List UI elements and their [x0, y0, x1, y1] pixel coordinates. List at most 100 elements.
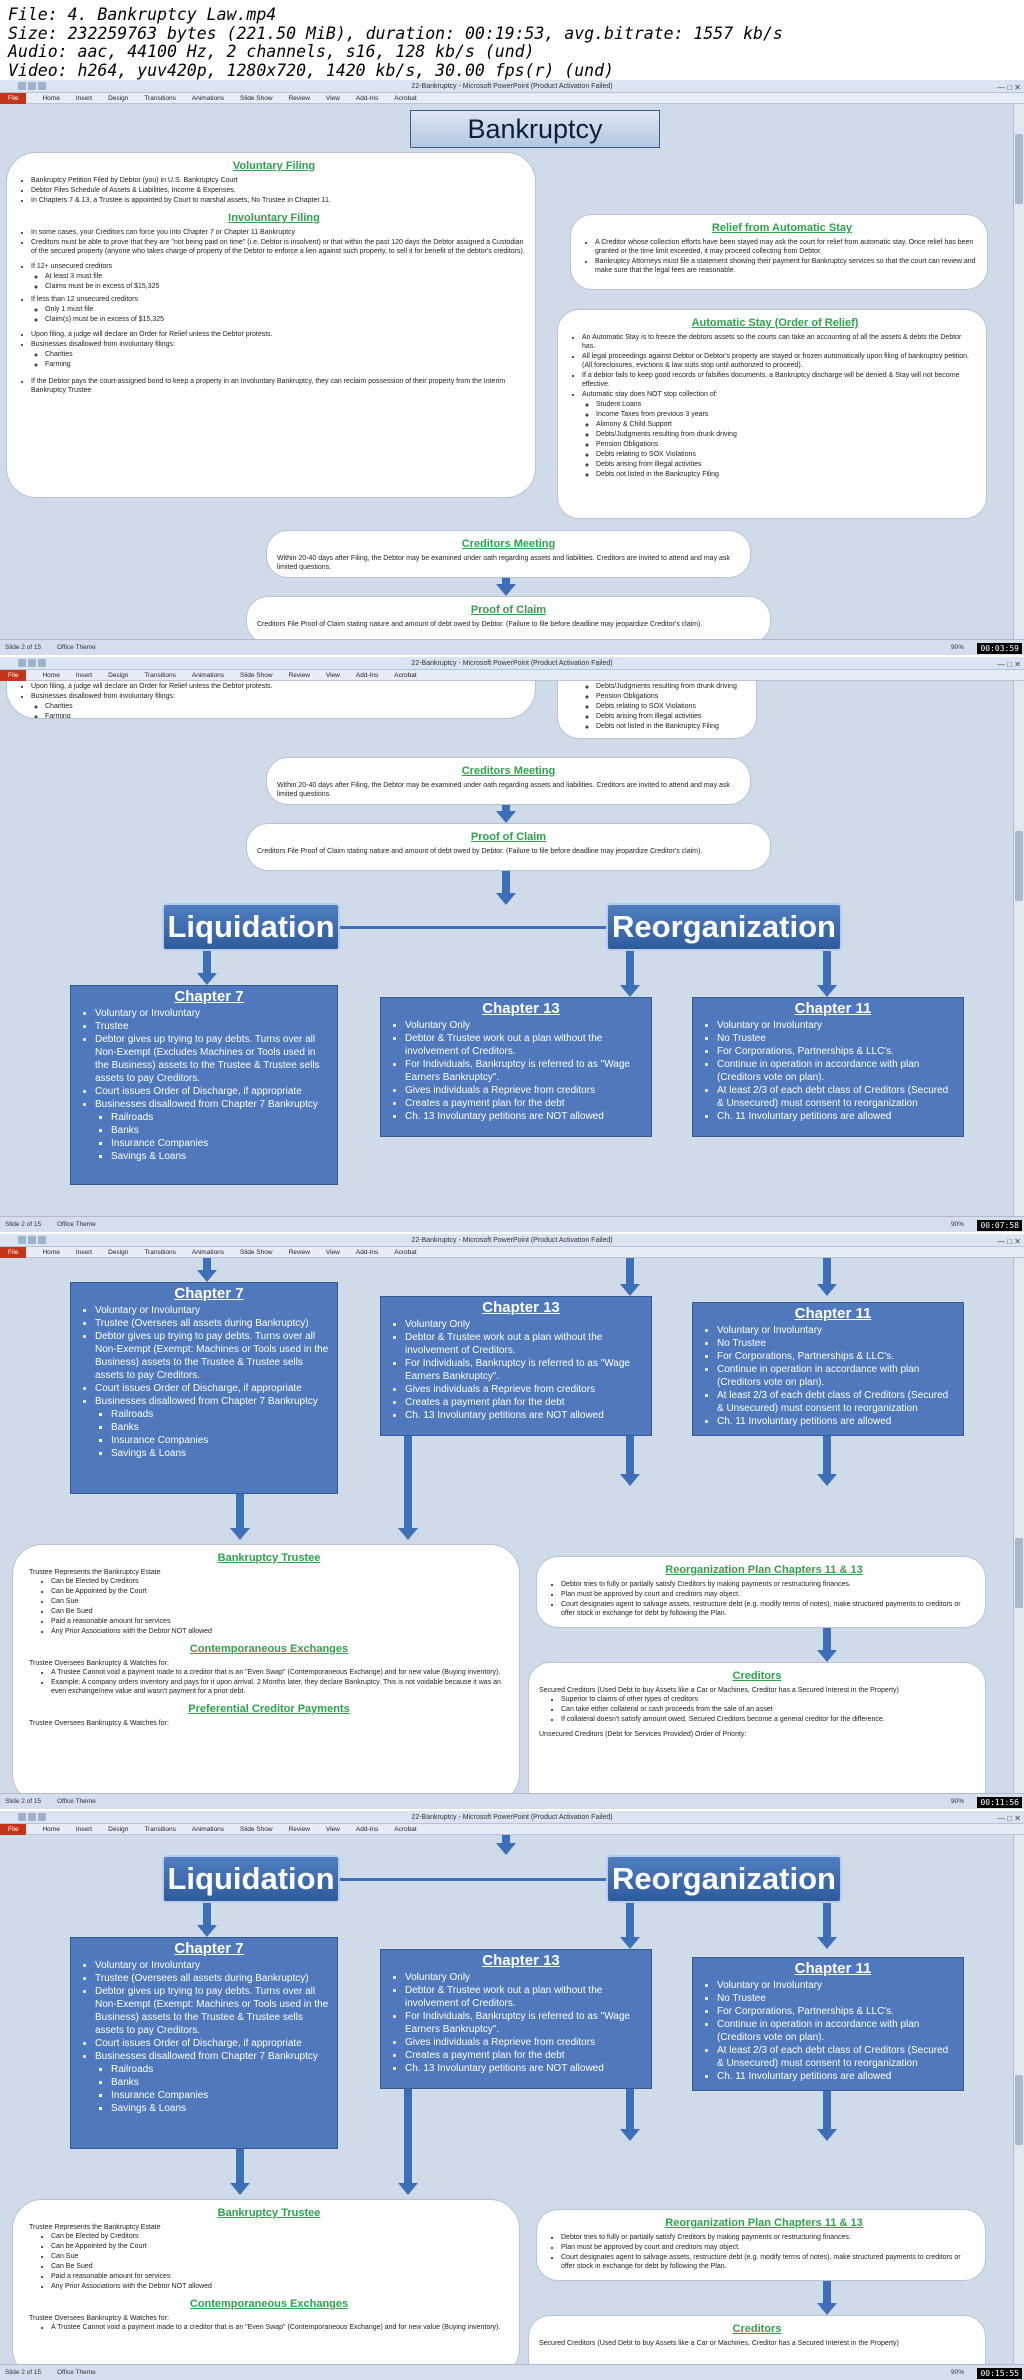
window-controls[interactable]: — □ ✕	[997, 1237, 1021, 1246]
zoom-level[interactable]: 90%	[950, 2369, 964, 2376]
list-item: At least 3 must file	[45, 272, 525, 281]
tab-review[interactable]: Review	[288, 1249, 310, 1256]
tab-add-ins[interactable]: Add-Ins	[355, 1249, 379, 1256]
save-icon[interactable]	[18, 1813, 26, 1821]
tab-view[interactable]: View	[325, 672, 340, 679]
vertical-scrollbar[interactable]	[1013, 1835, 1024, 2364]
scrollbar-thumb[interactable]	[1015, 831, 1023, 901]
tab-add-ins[interactable]: Add-Ins	[355, 95, 379, 102]
undo-icon[interactable]	[28, 82, 36, 90]
tab-acrobat[interactable]: Acrobat	[394, 1826, 417, 1833]
video-timestamp: 00:15:55	[977, 2368, 1022, 2379]
scrollbar-thumb[interactable]	[1015, 134, 1023, 204]
list-item: Alimony & Child Support	[596, 420, 976, 429]
tab-transitions[interactable]: Transitions	[144, 1826, 176, 1833]
tab-animations[interactable]: Animations	[191, 672, 225, 679]
list-item: For Individuals, Bankruptcy is referred …	[405, 1058, 643, 1084]
tab-review[interactable]: Review	[288, 672, 310, 679]
quick-access-toolbar[interactable]	[3, 1813, 63, 1822]
frame-1: 22-Bankruptcy - Microsoft PowerPoint (Pr…	[0, 80, 1024, 655]
scrollbar-thumb[interactable]	[1015, 1538, 1023, 1608]
tab-insert[interactable]: Insert	[75, 1826, 93, 1833]
save-icon[interactable]	[18, 1236, 26, 1244]
save-icon[interactable]	[18, 82, 26, 90]
vertical-scrollbar[interactable]	[1013, 681, 1024, 1216]
list-item: Court issues Order of Discharge, if appr…	[95, 1382, 329, 1395]
tab-animations[interactable]: Animations	[191, 1826, 225, 1833]
tab-animations[interactable]: Animations	[191, 1249, 225, 1256]
tab-home[interactable]: Home	[42, 672, 60, 679]
redo-icon[interactable]	[38, 1813, 46, 1821]
scrollbar-thumb[interactable]	[1015, 2075, 1023, 2145]
tab-file[interactable]: File	[0, 1247, 27, 1258]
tab-insert[interactable]: Insert	[75, 672, 93, 679]
tab-review[interactable]: Review	[288, 1826, 310, 1833]
tab-home[interactable]: Home	[42, 95, 60, 102]
tab-file[interactable]: File	[0, 93, 27, 104]
redo-icon[interactable]	[38, 82, 46, 90]
list-item: Court designates agent to salvage assets…	[561, 2253, 975, 2271]
chapter-11-heading: Chapter 11	[794, 1000, 872, 1017]
zoom-level[interactable]: 90%	[950, 644, 964, 651]
tab-review[interactable]: Review	[288, 95, 310, 102]
vertical-scrollbar[interactable]	[1013, 104, 1024, 639]
list-item: Businesses disallowed from involuntary f…	[31, 340, 525, 349]
undo-icon[interactable]	[28, 1236, 36, 1244]
tab-slide-show[interactable]: Slide Show	[240, 95, 273, 102]
window-controls[interactable]: — □ ✕	[997, 83, 1021, 92]
undo-icon[interactable]	[28, 1813, 36, 1821]
tab-slide-show[interactable]: Slide Show	[240, 672, 273, 679]
chapter-7-box: Chapter 7 Voluntary or Involuntary Trust…	[70, 1937, 338, 2149]
tab-transitions[interactable]: Transitions	[144, 1249, 176, 1256]
redo-icon[interactable]	[38, 1236, 46, 1244]
theme-name: Office Theme	[56, 2369, 96, 2376]
vertical-scrollbar[interactable]	[1013, 1258, 1024, 1793]
quick-access-toolbar[interactable]	[3, 659, 63, 668]
zoom-level[interactable]: 90%	[950, 1221, 964, 1228]
list-item: Railroads	[111, 2063, 329, 2076]
tab-design[interactable]: Design	[108, 95, 129, 102]
tab-design[interactable]: Design	[108, 1826, 129, 1833]
tab-animations[interactable]: Animations	[191, 95, 225, 102]
reorg-plan-box: Reorganization Plan Chapters 11 & 13 Deb…	[536, 2209, 986, 2281]
tab-view[interactable]: View	[325, 1249, 340, 1256]
quick-access-toolbar[interactable]	[3, 82, 63, 91]
tab-slide-show[interactable]: Slide Show	[240, 1249, 273, 1256]
window-controls[interactable]: — □ ✕	[997, 660, 1021, 669]
save-icon[interactable]	[18, 659, 26, 667]
redo-icon[interactable]	[38, 659, 46, 667]
down-arrow	[398, 2089, 418, 2195]
tab-file[interactable]: File	[0, 1824, 27, 1835]
zoom-level[interactable]: 90%	[950, 1798, 964, 1805]
list-item: Trustee (Oversees all assets during Bank…	[95, 1972, 329, 1985]
tab-transitions[interactable]: Transitions	[144, 95, 176, 102]
tab-design[interactable]: Design	[108, 672, 129, 679]
list-item: Pension Obligations	[596, 692, 746, 701]
tab-home[interactable]: Home	[42, 1249, 60, 1256]
tab-file[interactable]: File	[0, 670, 27, 681]
list-item: Businesses disallowed from Chapter 7 Ban…	[95, 1395, 329, 1408]
tab-view[interactable]: View	[325, 1826, 340, 1833]
down-arrow	[496, 871, 516, 905]
quick-access-toolbar[interactable]	[3, 1236, 63, 1245]
undo-icon[interactable]	[28, 659, 36, 667]
list-item: Voluntary or Involuntary	[717, 1979, 955, 1992]
tab-acrobat[interactable]: Acrobat	[394, 95, 417, 102]
tab-view[interactable]: View	[325, 95, 340, 102]
tab-add-ins[interactable]: Add-Ins	[355, 1826, 379, 1833]
tab-slide-show[interactable]: Slide Show	[240, 1826, 273, 1833]
liquidation-label: Liquidation	[162, 903, 340, 951]
tab-add-ins[interactable]: Add-Ins	[355, 672, 379, 679]
tab-home[interactable]: Home	[42, 1826, 60, 1833]
chapter-13-box: Chapter 13 Voluntary Only Debtor & Trust…	[380, 1949, 652, 2089]
list-item: Debtor Files Schedule of Assets & Liabil…	[31, 186, 525, 195]
tab-transitions[interactable]: Transitions	[144, 672, 176, 679]
tab-insert[interactable]: Insert	[75, 1249, 93, 1256]
trustee-intro: Trustee Represents the Bankruptcy Estate	[29, 1569, 161, 1576]
window-controls[interactable]: — □ ✕	[997, 1814, 1021, 1823]
tab-design[interactable]: Design	[108, 1249, 129, 1256]
contemporaneous-heading: Contemporaneous Exchanges	[189, 2298, 349, 2310]
tab-acrobat[interactable]: Acrobat	[394, 1249, 417, 1256]
tab-insert[interactable]: Insert	[75, 95, 93, 102]
tab-acrobat[interactable]: Acrobat	[394, 672, 417, 679]
